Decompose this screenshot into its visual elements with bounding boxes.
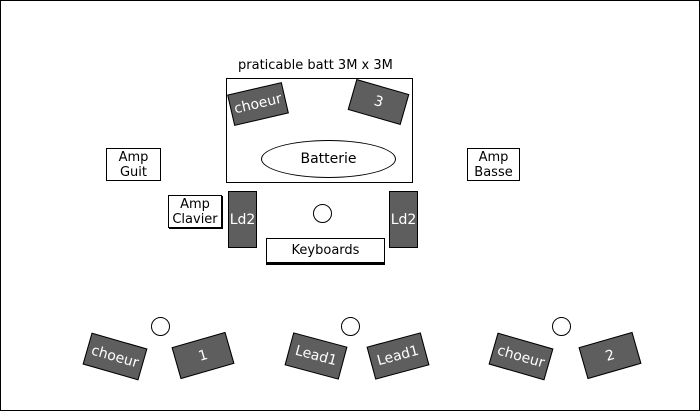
wedge-ld2-right: Ld2: [389, 191, 418, 248]
wedge-ld2-left: Ld2: [228, 191, 257, 248]
amp-guit-line2: Guit: [119, 165, 148, 180]
wedge-front-lead1-right: Lead1: [366, 332, 430, 380]
mic-front-left: [151, 317, 170, 336]
mic-front-center: [341, 317, 360, 336]
keyboards: Keyboards: [266, 238, 385, 263]
amp-basse: Amp Basse: [467, 148, 520, 181]
wedge-front-2: 2: [578, 331, 642, 380]
wedge-front-choeur-left: choeur: [82, 332, 148, 381]
wedge-front-choeur-right: choeur: [488, 332, 554, 381]
wedge-front-1: 1: [171, 331, 235, 380]
amp-basse-line1: Amp: [478, 150, 509, 165]
amp-clavier-line2: Clavier: [172, 212, 218, 227]
amp-clavier: Amp Clavier: [168, 195, 222, 228]
amp-basse-line2: Basse: [474, 165, 513, 180]
mic-center: [313, 204, 332, 223]
mic-front-right: [552, 317, 571, 336]
amp-clavier-line1: Amp: [180, 197, 210, 212]
amp-guit: Amp Guit: [106, 148, 161, 181]
wedge-front-lead1-left: Lead1: [284, 332, 348, 380]
amp-guit-line1: Amp: [118, 150, 149, 165]
riser-label: praticable batt 3M x 3M: [238, 58, 393, 73]
drum-kit: Batterie: [261, 140, 396, 178]
